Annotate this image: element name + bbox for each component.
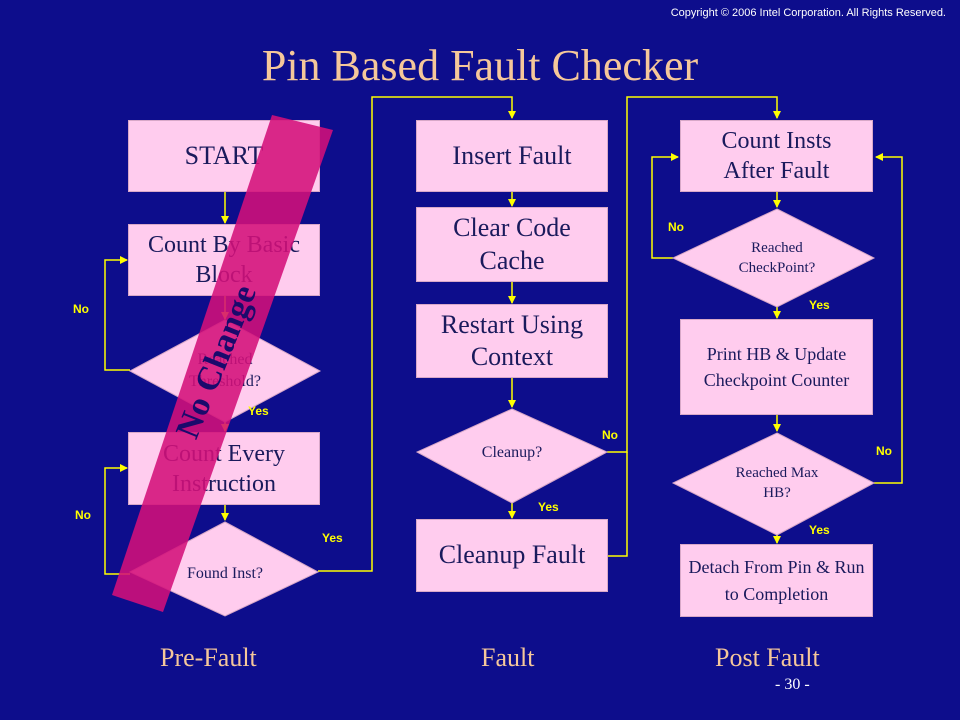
yes-label-max-hb: Yes: [809, 523, 830, 537]
cleanup-fault-box: Cleanup Fault: [416, 519, 608, 592]
reached-max-hb-diamond: [671, 432, 876, 536]
found-inst-label: Found Inst?: [187, 565, 263, 583]
section-label-post-fault: Post Fault: [715, 643, 820, 672]
no-label-max-hb: No: [876, 444, 892, 458]
no-label-threshold: No: [73, 302, 89, 316]
yes-label-threshold: Yes: [248, 404, 269, 418]
no-label-checkpoint: No: [668, 220, 684, 234]
reached-checkpoint-label: Reached CheckPoint?: [738, 239, 816, 276]
yes-label-found-inst: Yes: [322, 531, 343, 545]
reached-checkpoint-diamond: [671, 208, 876, 308]
page-number: - 30 -: [775, 676, 810, 693]
cleanup-diamond: [415, 408, 609, 504]
no-label-cleanup: No: [602, 428, 618, 442]
clear-code-cache-box: Clear Code Cache: [416, 207, 608, 282]
reached-max-hb-label: Reached Max HB?: [735, 464, 819, 501]
section-label-pre-fault: Pre-Fault: [160, 643, 257, 672]
yes-label-cleanup: Yes: [538, 500, 559, 514]
yes-label-checkpoint: Yes: [809, 298, 830, 312]
slide-title: Pin Based Fault Checker: [261, 41, 699, 90]
restart-using-context-box: Restart Using Context: [416, 304, 608, 378]
section-label-fault: Fault: [481, 643, 535, 672]
no-label-found-inst: No: [75, 508, 91, 522]
cleanup-question-label: Cleanup?: [481, 444, 543, 462]
print-hb-box: Print HB & Update Checkpoint Counter: [680, 319, 873, 415]
count-insts-after-fault-box: Count Insts After Fault: [680, 120, 873, 192]
copyright-notice: Copyright © 2006 Intel Corporation. All …: [670, 7, 946, 19]
insert-fault-box: Insert Fault: [416, 120, 608, 192]
detach-from-pin-box: Detach From Pin & Run to Completion: [680, 544, 873, 617]
